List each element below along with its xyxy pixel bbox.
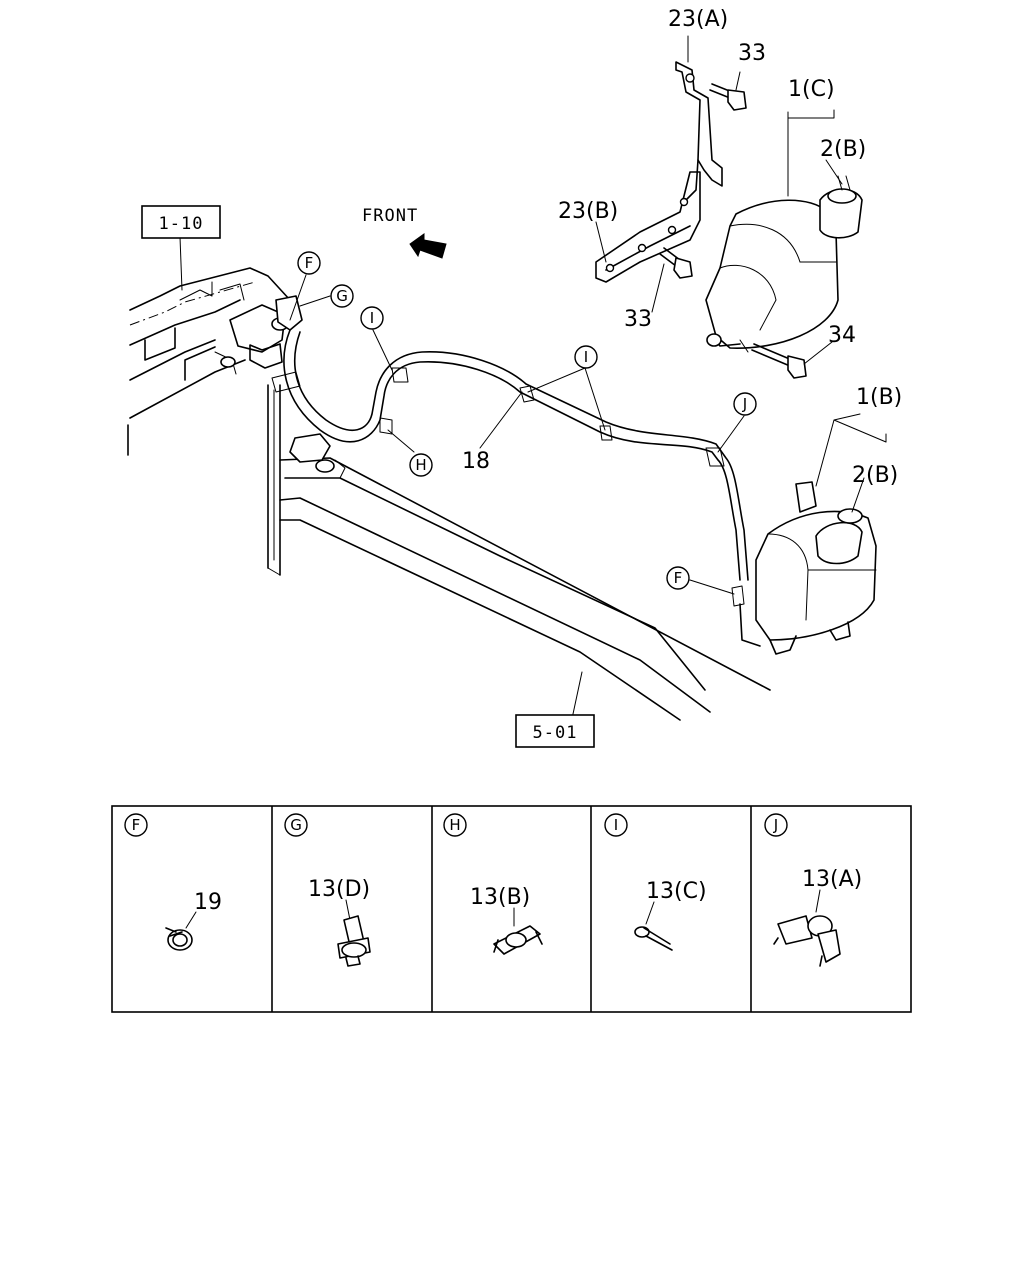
detail-panel-i: I 13(C) bbox=[604, 813, 707, 951]
body-frame-structure bbox=[127, 267, 291, 576]
svg-text:5-01: 5-01 bbox=[533, 723, 578, 743]
svg-text:H: H bbox=[449, 816, 460, 834]
callout-f-top: F bbox=[297, 251, 321, 275]
label-34: 34 bbox=[828, 323, 856, 348]
svg-text:19: 19 bbox=[194, 890, 222, 915]
bracket-23b bbox=[595, 171, 701, 283]
callout-i-left: I bbox=[360, 306, 384, 330]
label-2b-low: 2(B) bbox=[852, 463, 898, 488]
svg-text:13(D): 13(D) bbox=[308, 877, 370, 902]
clamp-13d-icon bbox=[337, 915, 371, 967]
side-rail bbox=[279, 433, 771, 721]
bolt-33-top bbox=[709, 83, 747, 111]
clamp-13c-icon bbox=[634, 926, 673, 951]
front-arrow-icon bbox=[409, 233, 447, 259]
svg-text:F: F bbox=[305, 254, 314, 272]
svg-text:F: F bbox=[132, 816, 141, 834]
svg-text:G: G bbox=[336, 287, 348, 305]
svg-text:13(B): 13(B) bbox=[470, 885, 530, 910]
svg-text:J: J bbox=[773, 816, 778, 834]
bolt-33-mid bbox=[659, 247, 693, 279]
washer-hose bbox=[271, 295, 761, 647]
leader-lines bbox=[179, 35, 887, 729]
callout-h: H bbox=[409, 453, 433, 477]
front-direction-indicator: FRONT bbox=[362, 206, 447, 259]
svg-text:F: F bbox=[674, 569, 683, 587]
callout-i-mid: I bbox=[574, 345, 598, 369]
clamp-19-icon bbox=[165, 927, 193, 951]
label-1c: 1(C) bbox=[788, 77, 835, 102]
svg-text:13(A): 13(A) bbox=[802, 867, 862, 892]
clamp-13b-icon bbox=[493, 925, 543, 955]
callout-j: J bbox=[733, 392, 757, 416]
svg-text:I: I bbox=[584, 348, 588, 366]
svg-text:J: J bbox=[742, 395, 747, 413]
svg-text:H: H bbox=[415, 456, 426, 474]
label-1b: 1(B) bbox=[856, 385, 902, 410]
svg-text:I: I bbox=[370, 309, 374, 327]
washer-tank-1c bbox=[705, 175, 863, 353]
svg-text:I: I bbox=[614, 816, 618, 834]
detail-panel-g: G 13(D) bbox=[284, 813, 371, 967]
ref-box-1-10[interactable]: 1-10 bbox=[141, 205, 221, 239]
detail-panel-h: H 13(B) bbox=[443, 813, 543, 955]
detail-panel-j: J 13(A) bbox=[764, 813, 862, 967]
label-33-top: 33 bbox=[738, 41, 766, 66]
label-2b-top: 2(B) bbox=[820, 137, 866, 162]
label-33-mid: 33 bbox=[624, 307, 652, 332]
ref-box-5-01[interactable]: 5-01 bbox=[515, 714, 595, 748]
label-18: 18 bbox=[462, 449, 490, 474]
washer-tank-1b bbox=[755, 481, 877, 655]
svg-text:13(C): 13(C) bbox=[646, 879, 707, 904]
detail-panels bbox=[111, 805, 912, 1013]
svg-text:1-10: 1-10 bbox=[159, 214, 204, 234]
bolt-34 bbox=[751, 343, 807, 379]
svg-text:G: G bbox=[290, 816, 302, 834]
clamp-13a-icon bbox=[773, 915, 841, 967]
front-label: FRONT bbox=[362, 206, 418, 226]
callout-g: G bbox=[330, 284, 354, 308]
label-23b: 23(B) bbox=[558, 199, 618, 224]
detail-panel-f: F 19 bbox=[124, 813, 222, 951]
callout-f-right: F bbox=[666, 566, 690, 590]
label-23a: 23(A) bbox=[668, 7, 728, 32]
bracket-23a bbox=[675, 61, 723, 201]
